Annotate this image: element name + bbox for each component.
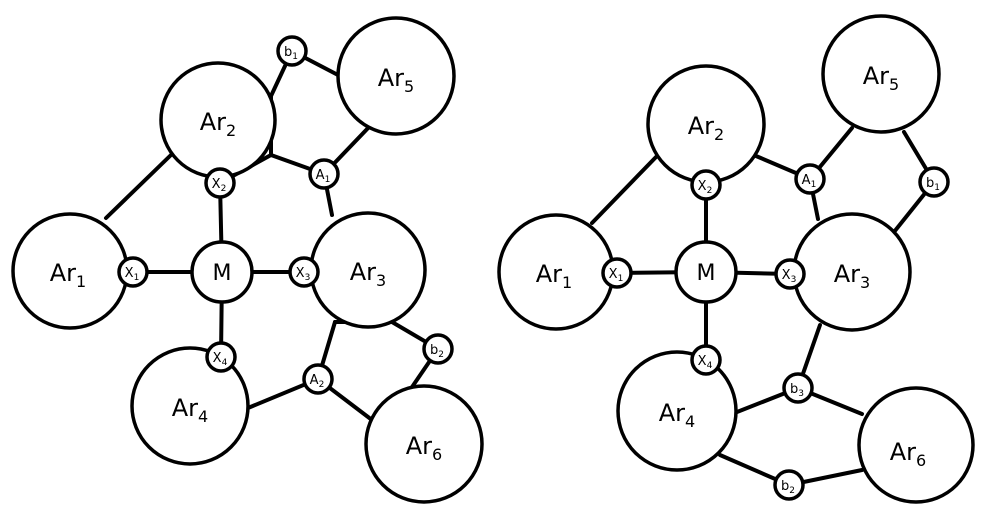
label-m: M (213, 261, 232, 286)
structure-left: M Ar1 Ar2 Ar3 Ar4 Ar5 Ar6 X1 X2 X3 X4 A1… (13, 18, 482, 502)
structure-right: M Ar1 Ar2 Ar3 Ar4 Ar5 Ar6 X1 X2 X3 X4 A1… (499, 16, 973, 502)
rings-right (499, 16, 973, 502)
label-m: M (697, 261, 716, 286)
